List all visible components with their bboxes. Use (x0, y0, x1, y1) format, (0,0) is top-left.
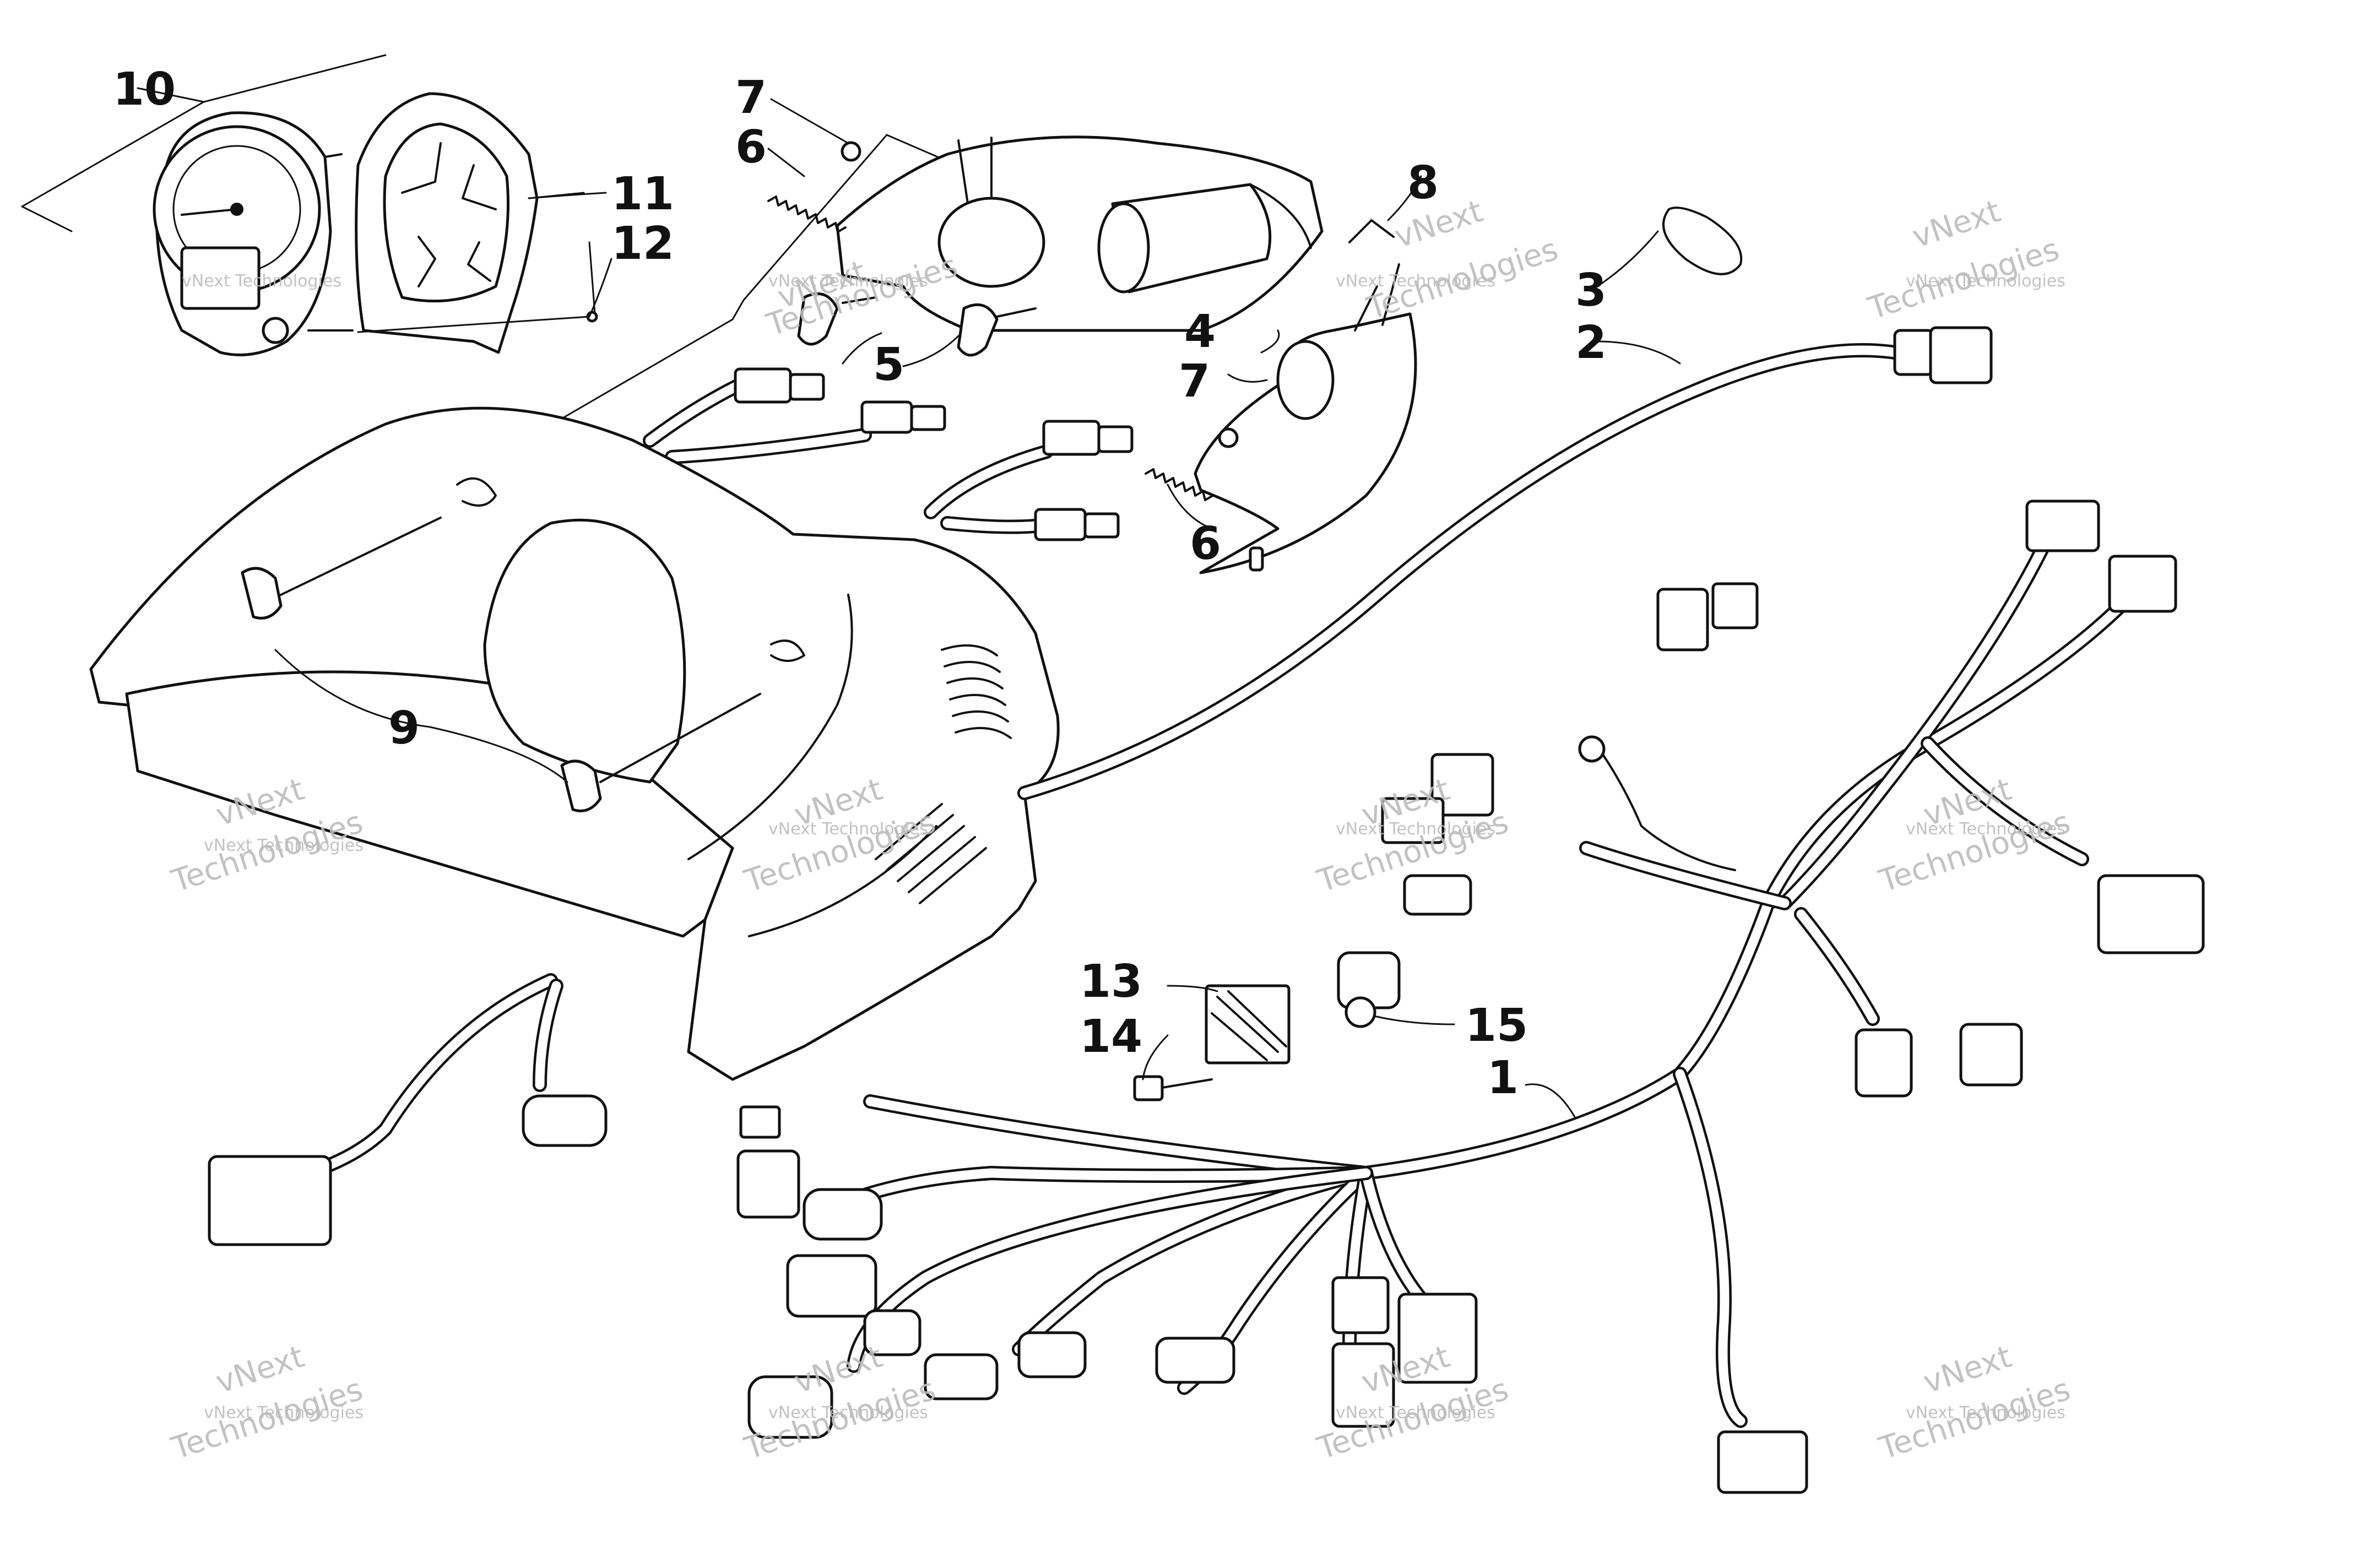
spring-6-lower (1145, 468, 1214, 501)
callout-9: 9 (388, 702, 420, 754)
callout-10: 10 (113, 63, 176, 116)
watermark: vNext (1908, 193, 2005, 255)
callout-3: 3 (1575, 264, 1607, 317)
callout-13: 13 (1080, 955, 1142, 1008)
speedometer-gauge (153, 111, 354, 356)
watermark: vNext Technologies (768, 819, 928, 839)
watermark: vNext Technologies (204, 836, 364, 855)
watermark: vNext Technologies (1336, 819, 1495, 839)
louvers-upper (941, 644, 1012, 739)
callout-7-upper: 7 (735, 72, 767, 124)
callout-12: 12 (611, 218, 674, 270)
callout-5: 5 (873, 339, 904, 391)
callout-11: 11 (611, 168, 674, 220)
callout-8: 8 (1407, 157, 1439, 209)
watermark: vNext Technologies (768, 271, 928, 291)
hood-body (89, 406, 1060, 1081)
louvers-lower (875, 803, 987, 904)
ring-clip-3 (1662, 207, 1743, 275)
hood-connectors (643, 367, 1134, 541)
voltage-regulator-13 (1205, 984, 1291, 1065)
watermark: vNext Technologies (1906, 1403, 2065, 1422)
callout-6-lower: 6 (1190, 518, 1221, 570)
watermark: vNext Technologies (1336, 271, 1495, 291)
callout-14: 14 (1080, 1011, 1142, 1063)
watermark: vNext Technologies (1906, 271, 2065, 291)
harness-1 (736, 499, 2205, 1494)
washer-15 (1344, 996, 1376, 1028)
spring-6-upper (767, 196, 847, 233)
callout-4: 4 (1184, 306, 1216, 358)
instrument-cluster-group (21, 54, 612, 356)
bolt-14 (1133, 1075, 1213, 1101)
callout-15: 15 (1465, 1000, 1528, 1052)
watermark: vNext Technologies (1906, 819, 2065, 839)
callout-1: 1 (1487, 1052, 1519, 1104)
watermark: vNext Technologies (1336, 1403, 1495, 1422)
leader-lines (274, 98, 1681, 1119)
watermark: vNext Technologies (182, 271, 341, 291)
left-harness (208, 973, 608, 1246)
callout-6-upper: 6 (735, 121, 767, 173)
callout-7-lower: 7 (1179, 355, 1210, 408)
headlight-assembly (561, 134, 1417, 574)
watermark: vNext Technologies (768, 1403, 928, 1422)
harness-2 (1017, 207, 1993, 800)
callout-2: 2 (1575, 317, 1607, 369)
callouts: 1 2 3 4 5 6 6 7 7 8 9 10 11 12 13 14 15 (113, 63, 1607, 1104)
watermark: vNext Technologies (204, 1403, 364, 1422)
gauge-cover (355, 92, 539, 354)
